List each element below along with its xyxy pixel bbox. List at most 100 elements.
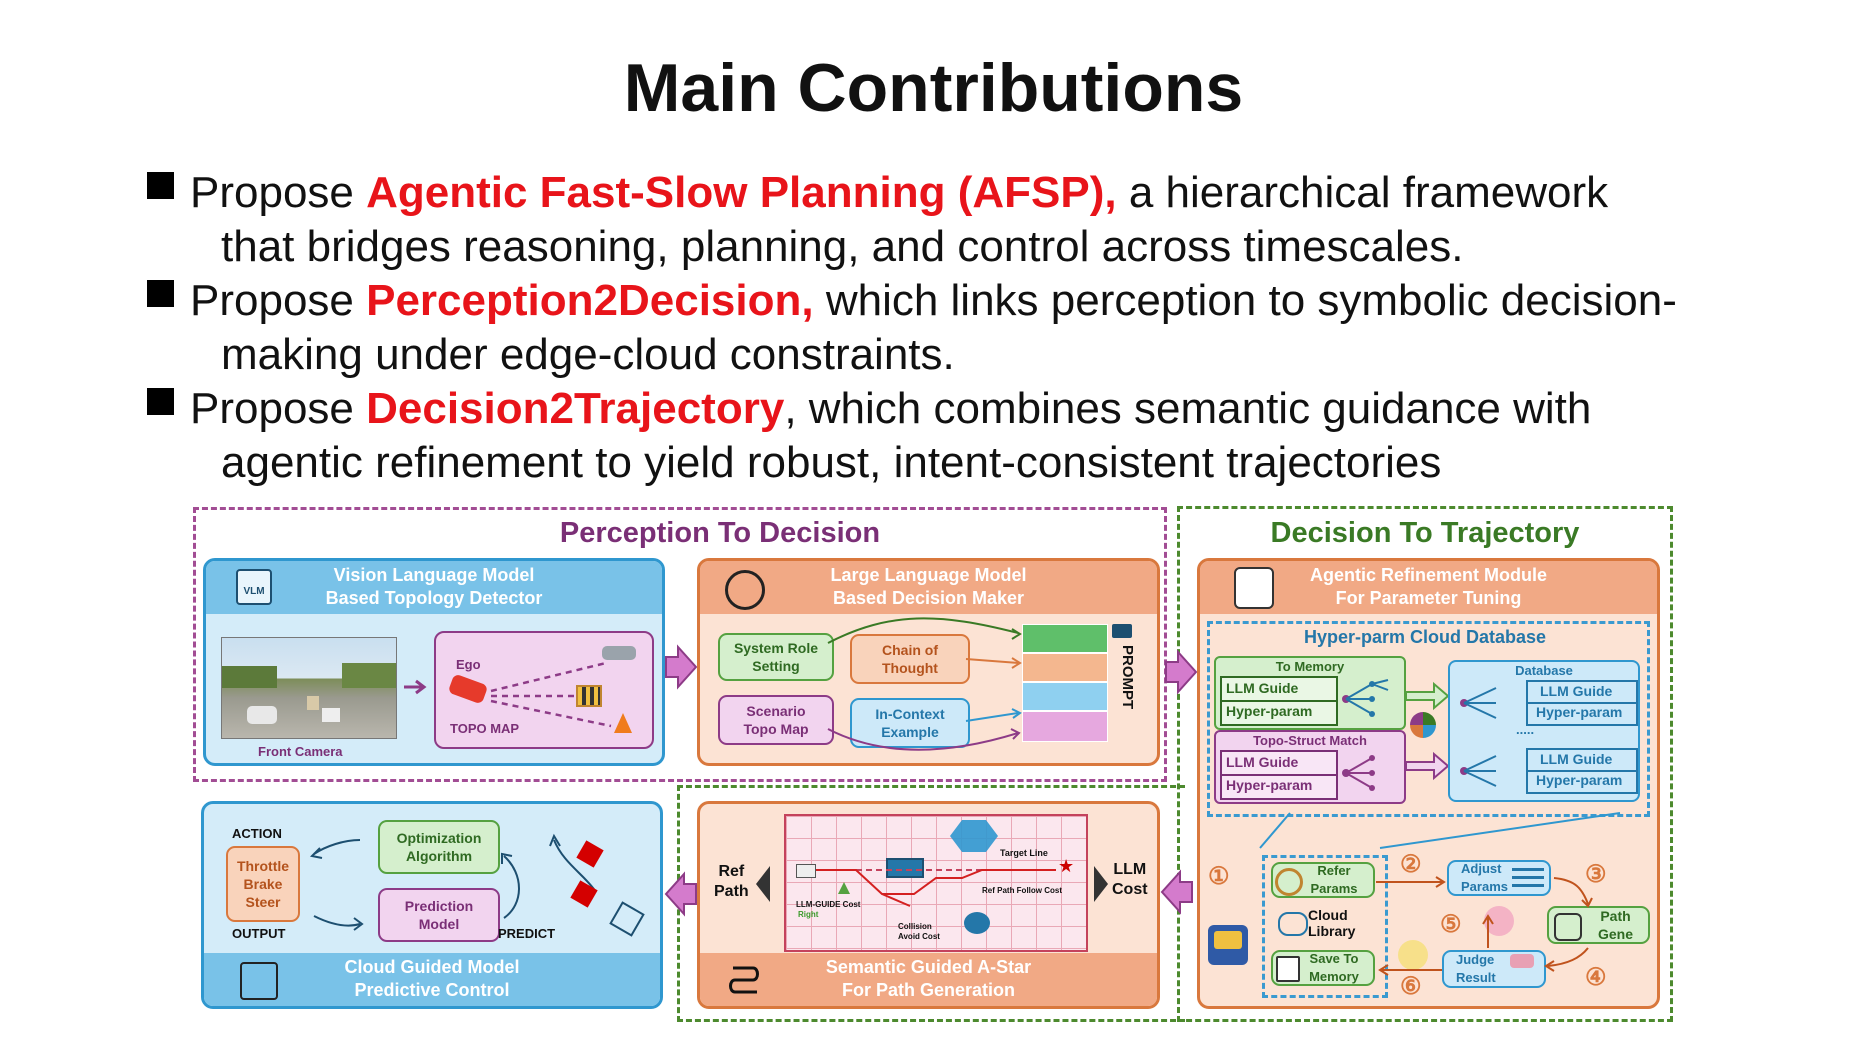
trajectory-group-outline bbox=[1177, 506, 1673, 1022]
optimization-line2: Algorithm bbox=[405, 848, 473, 864]
database-tree-icon-1 bbox=[1460, 687, 1497, 719]
refer-params-line1: Refer bbox=[1317, 863, 1351, 878]
bullet-continuation: making under edge-cloud constraints. bbox=[221, 330, 955, 379]
route-icon bbox=[1554, 913, 1582, 941]
astar-header-line1: Semantic Guided A-Star bbox=[825, 957, 1032, 977]
to-memory-label: To Memory bbox=[1275, 659, 1345, 674]
save-memory-line1: Save To bbox=[1309, 951, 1359, 966]
system-role-node: System Role Setting bbox=[718, 633, 834, 681]
perception-group-title: Perception To Decision bbox=[559, 517, 881, 549]
bullet-text: , which combines semantic guidance with bbox=[784, 384, 1592, 433]
perception-group-outline bbox=[193, 507, 1167, 782]
cone-icon bbox=[614, 713, 632, 733]
mpc-header-line2: Predictive Control bbox=[354, 980, 510, 1000]
llm-cost-line2: Cost bbox=[1112, 881, 1148, 898]
to-memory-llm-guide: LLM Guide bbox=[1226, 680, 1299, 696]
optimization-line1: Optimization bbox=[396, 830, 482, 846]
prediction-node: Prediction Model bbox=[378, 888, 500, 942]
topo-dashed-links bbox=[490, 661, 612, 728]
chain-line1: Chain of bbox=[882, 642, 938, 658]
mpc-module: Cloud Guided Model Predictive Control AC… bbox=[201, 801, 663, 1009]
save-memory-line2: Memory bbox=[1309, 969, 1359, 984]
trajectory-group-title: Decision To Trajectory bbox=[1270, 517, 1580, 549]
llm-header-line1: Large Language Model bbox=[830, 565, 1027, 585]
bullet-text: a hierarchical framework bbox=[1116, 168, 1609, 217]
front-camera-label: Front Camera bbox=[258, 744, 343, 759]
ego-car-icon bbox=[447, 673, 489, 705]
example-icon bbox=[1022, 682, 1108, 711]
path-gene-line2: Gene bbox=[1597, 926, 1633, 942]
astar-module: Semantic Guided A-Star For Path Generati… bbox=[697, 801, 1160, 1009]
path-gene-node: Path Gene bbox=[1547, 906, 1650, 944]
ref-path-line1: Ref bbox=[718, 863, 745, 880]
steer-label: Steer bbox=[245, 894, 281, 910]
database-llm-guide-1: LLM Guide bbox=[1540, 683, 1613, 699]
system-role-line1: System Role bbox=[733, 640, 819, 656]
to-memory-table: To Memory LLM Guide Hyper-param bbox=[1214, 656, 1406, 730]
llm-cost-pointer-icon bbox=[1094, 866, 1108, 902]
step-2: ② bbox=[1400, 851, 1422, 878]
gear-icon bbox=[1275, 868, 1303, 896]
mpc-header: Cloud Guided Model Predictive Control bbox=[204, 953, 660, 1006]
bullet-highlight: Agentic Fast-Slow Planning (AFSP), bbox=[366, 168, 1117, 217]
predict-label: PREDICT bbox=[498, 926, 556, 941]
bullet-square-icon bbox=[147, 172, 174, 199]
ref-path-pointer-icon bbox=[756, 866, 770, 902]
llm-module: Large Language Model Based Decision Make… bbox=[697, 558, 1160, 766]
vlm-to-llm-arrow bbox=[665, 644, 698, 690]
bullet-afsp: Propose Agentic Fast-Slow Planning (AFSP… bbox=[143, 166, 1783, 274]
astar-header: Semantic Guided A-Star For Path Generati… bbox=[700, 953, 1157, 1006]
throttle-label: Throttle bbox=[236, 858, 290, 874]
agentic-header-line1: Agentic Refinement Module bbox=[1309, 565, 1547, 585]
robot-agent-icon bbox=[1234, 567, 1274, 609]
llm-cost-label: LLM Cost bbox=[1112, 860, 1148, 900]
scene-icon bbox=[1022, 711, 1108, 742]
database-hyper-param-2: Hyper-param bbox=[1536, 772, 1623, 788]
path-gene-line1: Path bbox=[1600, 908, 1631, 924]
prediction-line1: Prediction bbox=[404, 898, 474, 914]
pedal-controls-icon bbox=[240, 962, 278, 1000]
bullet-prefix: Propose bbox=[190, 384, 367, 433]
step-4: ④ bbox=[1585, 964, 1607, 991]
goal-star-icon: ★ bbox=[1058, 856, 1075, 876]
obstacle-rect-icon bbox=[886, 858, 924, 878]
astar-grid: ★ Target Line Ref Path Follow Cost LLM-G… bbox=[784, 814, 1088, 952]
ref-follow-cost-label: Ref Path Follow Cost bbox=[982, 886, 1062, 895]
cloud-library-line1: Cloud bbox=[1308, 907, 1348, 923]
optimization-node: Optimization Algorithm bbox=[378, 820, 500, 874]
vlm-header-line1: Vision Language Model bbox=[333, 565, 535, 585]
ego-label: Ego bbox=[456, 657, 481, 672]
judge-result-line2: Result bbox=[1456, 970, 1496, 985]
topo-match-llm-guide: LLM Guide bbox=[1226, 754, 1299, 770]
chain-line2: Thought bbox=[882, 660, 938, 676]
sync-icon bbox=[1410, 712, 1436, 738]
adjust-params-line2: Params bbox=[1461, 879, 1508, 894]
agentic-to-astar-arrow bbox=[1160, 869, 1193, 915]
scenario-line1: Scenario bbox=[746, 703, 806, 719]
bullet-decision2trajectory: Propose Decision2Trajectory, which combi… bbox=[143, 382, 1783, 490]
action-label: ACTION bbox=[232, 826, 282, 841]
incontext-line1: In-Context bbox=[875, 706, 945, 722]
topo-match-table: Topo-Struct Match LLM Guide Hyper-param bbox=[1214, 730, 1406, 804]
brake-label: Brake bbox=[243, 876, 283, 892]
agent-computer-icon bbox=[1208, 925, 1248, 965]
step-1: ① bbox=[1208, 863, 1230, 890]
refer-params-line2: Params bbox=[1310, 881, 1358, 896]
collision-line2: Avoid Cost bbox=[898, 932, 940, 941]
judge-result-node: Judge Result bbox=[1442, 950, 1546, 988]
topo-match-hyper-param: Hyper-param bbox=[1226, 777, 1313, 793]
monitor-icon bbox=[1112, 624, 1132, 638]
topo-map-panel: Ego TOPO MAP bbox=[434, 631, 654, 749]
vlm-header-line2: Based Topology Detector bbox=[325, 588, 543, 608]
camera-to-topo-arrow bbox=[404, 679, 427, 695]
system-role-line2: Setting bbox=[752, 658, 800, 674]
database-rows-2: LLM Guide Hyper-param bbox=[1526, 748, 1638, 794]
cloud-library-label: Cloud Library bbox=[1308, 907, 1355, 939]
bullet-continuation: agentic refinement to yield robust, inte… bbox=[221, 438, 1442, 487]
in-context-example-node: In-Context Example bbox=[850, 698, 970, 748]
ref-path-label: Ref Path bbox=[714, 862, 749, 902]
bullet-highlight: Decision2Trajectory bbox=[366, 384, 785, 433]
astar-header-line2: For Path Generation bbox=[841, 980, 1016, 1000]
database-ellipsis: ..... bbox=[1516, 722, 1535, 737]
judge-result-line1: Judge bbox=[1456, 952, 1495, 967]
